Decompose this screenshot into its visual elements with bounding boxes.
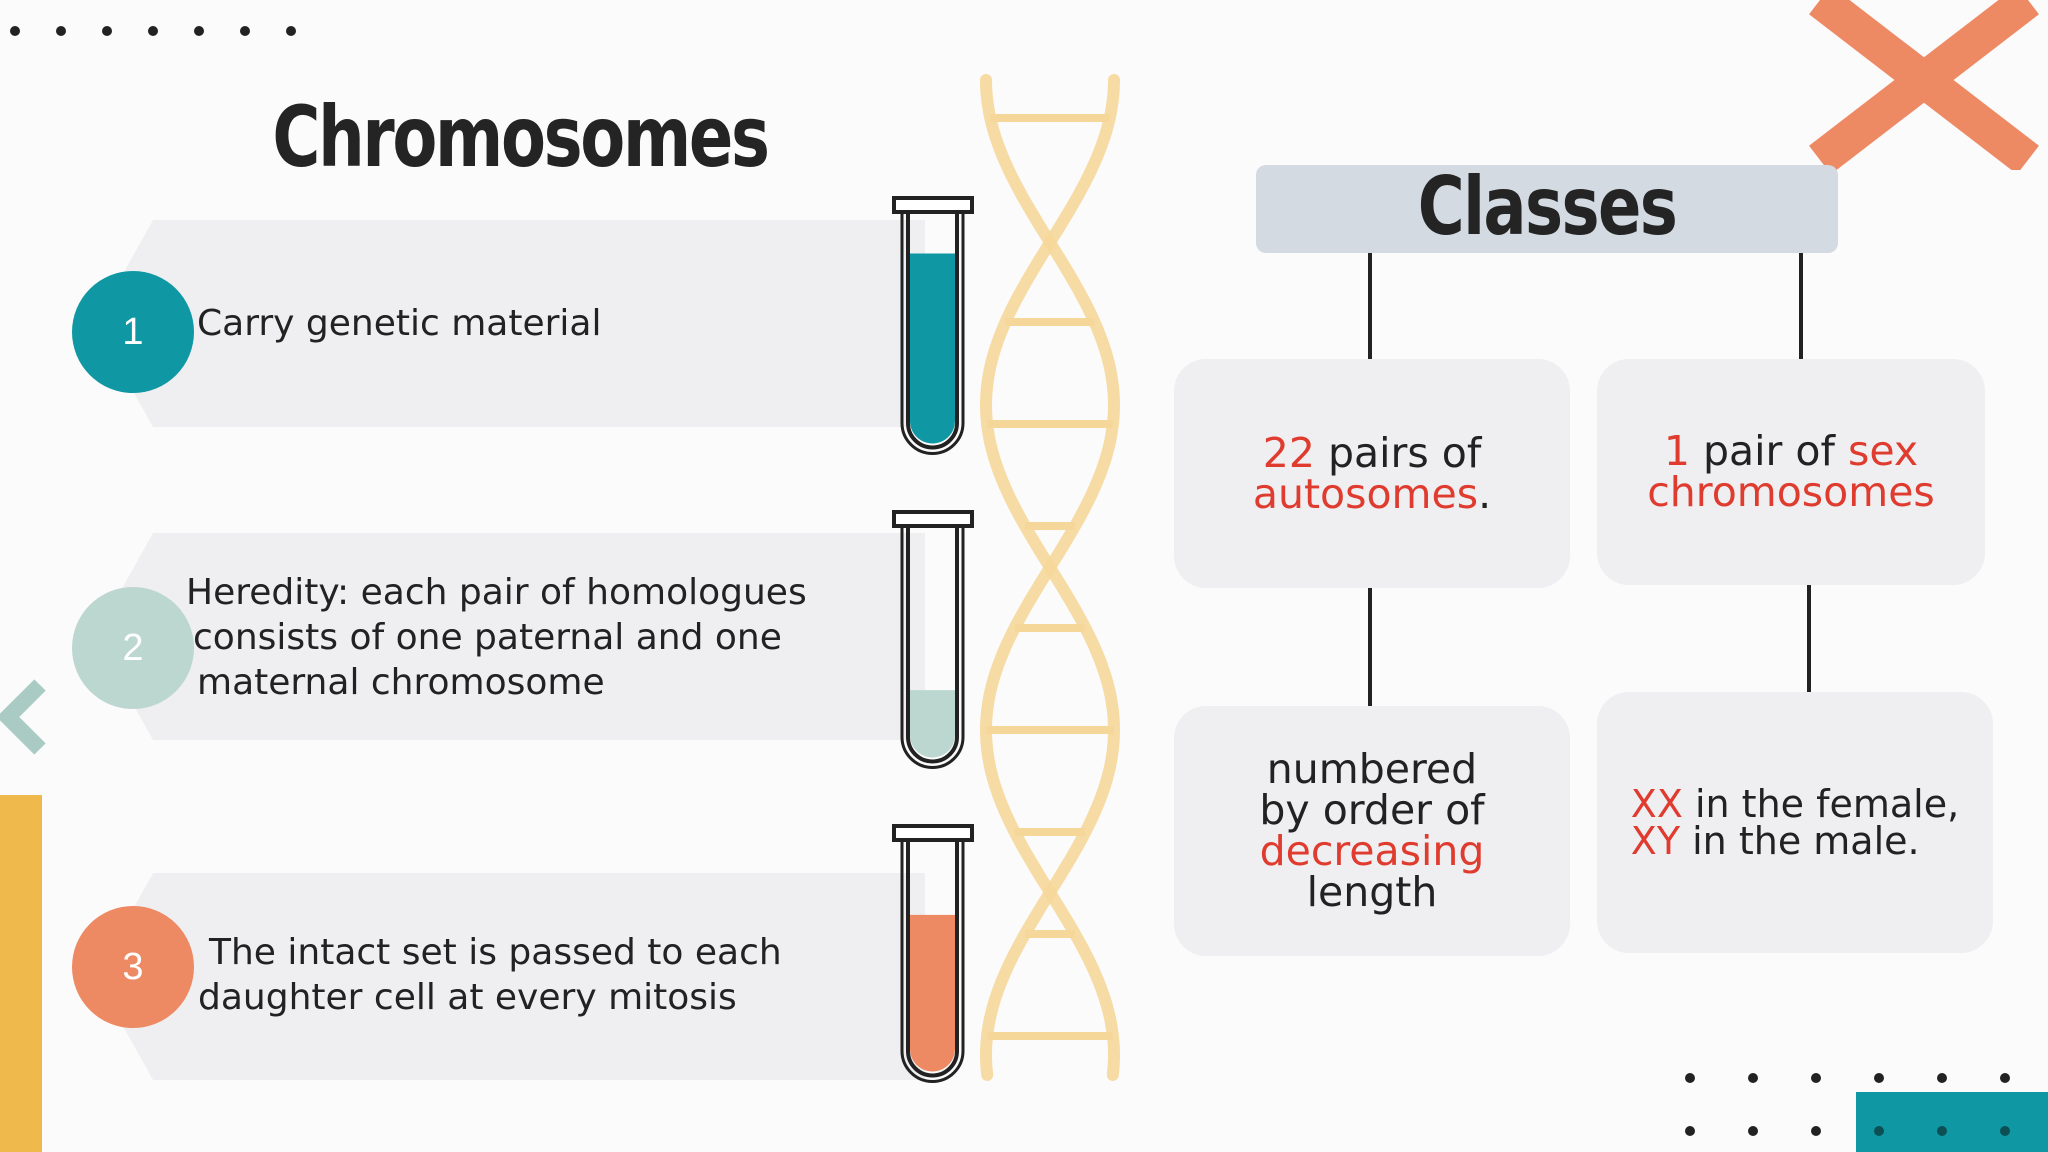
- connector-left-bottom: [1368, 588, 1372, 706]
- tube-liquid-3: [910, 914, 955, 1072]
- sex-count: 1: [1663, 427, 1690, 475]
- item-badge-3: 3: [72, 906, 194, 1028]
- test-tube-1: [892, 196, 974, 455]
- yellow-bar-decoration: [0, 795, 42, 1152]
- classes-header: Classes: [1417, 160, 1678, 253]
- test-tubes: [892, 196, 974, 1083]
- autosomes-word: autosomes: [1252, 469, 1479, 518]
- autosome-detail-card: numbered by order of decreasing length: [1174, 706, 1570, 956]
- dna-helix-decoration: [979, 74, 1121, 1081]
- decreasing-highlight: decreasing: [1259, 827, 1485, 875]
- test-tube-2: [892, 510, 974, 769]
- item-badge-2: 2: [72, 587, 194, 709]
- item-band-3: [95, 873, 925, 1080]
- green-chevron-decoration: [0, 679, 46, 755]
- connector-left-top: [1368, 253, 1372, 359]
- orange-x-decoration: [1809, 0, 2039, 170]
- item-text-3: The intact set is passed to each daughte…: [198, 932, 782, 1018]
- item-text-1: Carry genetic material: [197, 303, 602, 344]
- slide-title: Chromosomes: [272, 88, 770, 186]
- dna-strand-2: [979, 74, 1121, 1081]
- classes-header-box: [1256, 165, 1838, 253]
- autosomes-count: 22: [1262, 428, 1315, 477]
- test-tube-3: [892, 824, 974, 1083]
- teal-block-decoration: [1856, 1092, 2048, 1152]
- autosomes-card: 22 pairs of autosomes.: [1174, 359, 1570, 588]
- item-band-2: [95, 533, 925, 740]
- item-badge-1: 1: [72, 271, 194, 393]
- tube-liquid-1: [910, 253, 955, 444]
- connector-right-bottom: [1807, 585, 1811, 692]
- tube-liquid-2: [910, 690, 955, 758]
- sex-detail-card: XX in the female, XY in the male.: [1597, 692, 1993, 953]
- item-band-1: [95, 220, 925, 427]
- item-text-2: Heredity: each pair of homologues consis…: [186, 572, 807, 703]
- sex-chromosomes-card: 1 pair of sex chromosomes: [1597, 359, 1985, 585]
- connector-right-top: [1799, 253, 1803, 359]
